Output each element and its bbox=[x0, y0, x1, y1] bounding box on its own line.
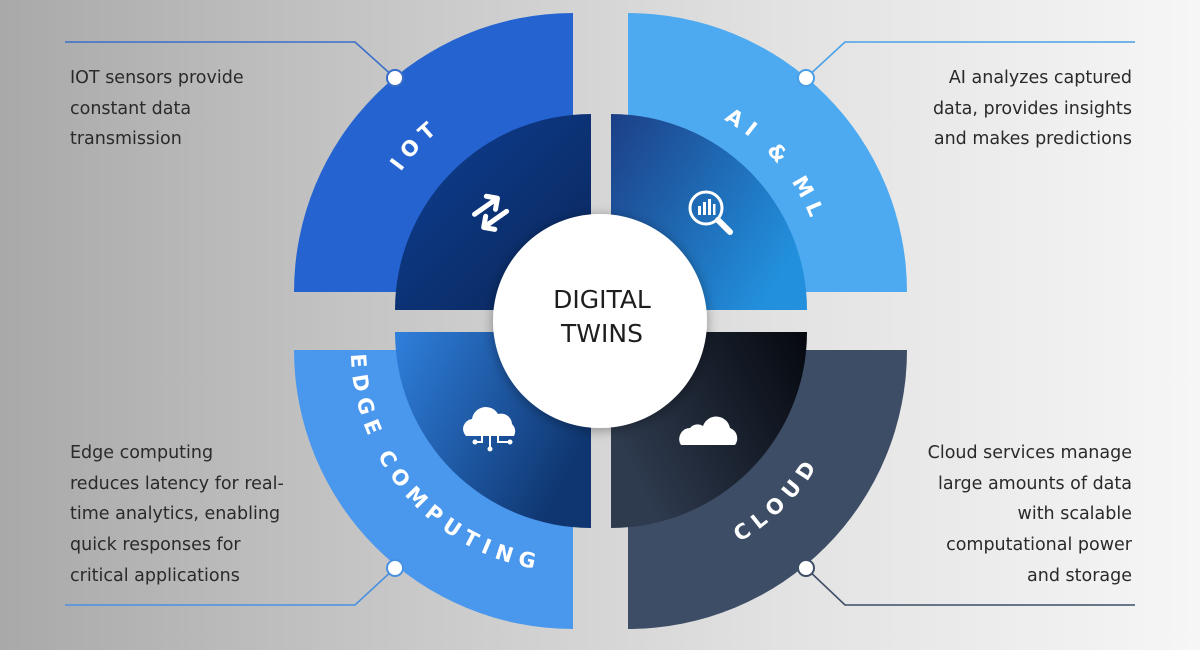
description-line: IOT sensors provide bbox=[70, 68, 244, 88]
ai-ml-description: AI analyzes captured data, provides insi… bbox=[933, 63, 1132, 155]
description-line: with scalable bbox=[1017, 504, 1132, 525]
description-line: critical applications bbox=[70, 565, 240, 586]
center-title-line1: DIGITAL bbox=[553, 285, 651, 314]
description-line: quick responses for bbox=[70, 535, 241, 556]
description-line: reduces latency for real- bbox=[70, 473, 284, 494]
description-line: time analytics, enabling bbox=[70, 504, 281, 525]
connector-dot-iot bbox=[386, 69, 404, 87]
center-title-line2: TWINS bbox=[560, 319, 643, 348]
cloud-description: Cloud services manage large amounts of d… bbox=[928, 438, 1132, 592]
connector-dot-cloud bbox=[797, 559, 815, 577]
description-line: Edge computing bbox=[70, 443, 214, 463]
description-line: Cloud services manage bbox=[927, 443, 1132, 463]
description-line: and makes predictions bbox=[933, 129, 1132, 150]
connector-cloud bbox=[805, 567, 1135, 606]
cloud-icon bbox=[679, 416, 738, 445]
description-line: and storage bbox=[1027, 565, 1132, 586]
connector-dot-edge bbox=[386, 559, 404, 577]
data-transfer-arrows-icon bbox=[472, 193, 510, 232]
connector-edge bbox=[65, 567, 396, 606]
description-line: AI analyzes captured bbox=[948, 68, 1132, 88]
chart-magnifier-icon bbox=[688, 190, 733, 235]
cloud-network-icon bbox=[463, 406, 516, 452]
description-line: data, provides insights bbox=[932, 98, 1132, 119]
description-line: large amounts of data bbox=[938, 473, 1132, 494]
center-circle bbox=[493, 214, 707, 428]
connector-dot-ai-ml bbox=[797, 69, 815, 87]
connector-ai-ml bbox=[805, 41, 1135, 79]
description-line: transmission bbox=[70, 129, 182, 150]
description-line: computational power bbox=[946, 535, 1132, 556]
description-line: constant data bbox=[70, 98, 192, 119]
edge-description: Edge computing reduces latency for real-… bbox=[70, 438, 284, 592]
iot-description: IOT sensors provide constant data transm… bbox=[70, 63, 244, 155]
